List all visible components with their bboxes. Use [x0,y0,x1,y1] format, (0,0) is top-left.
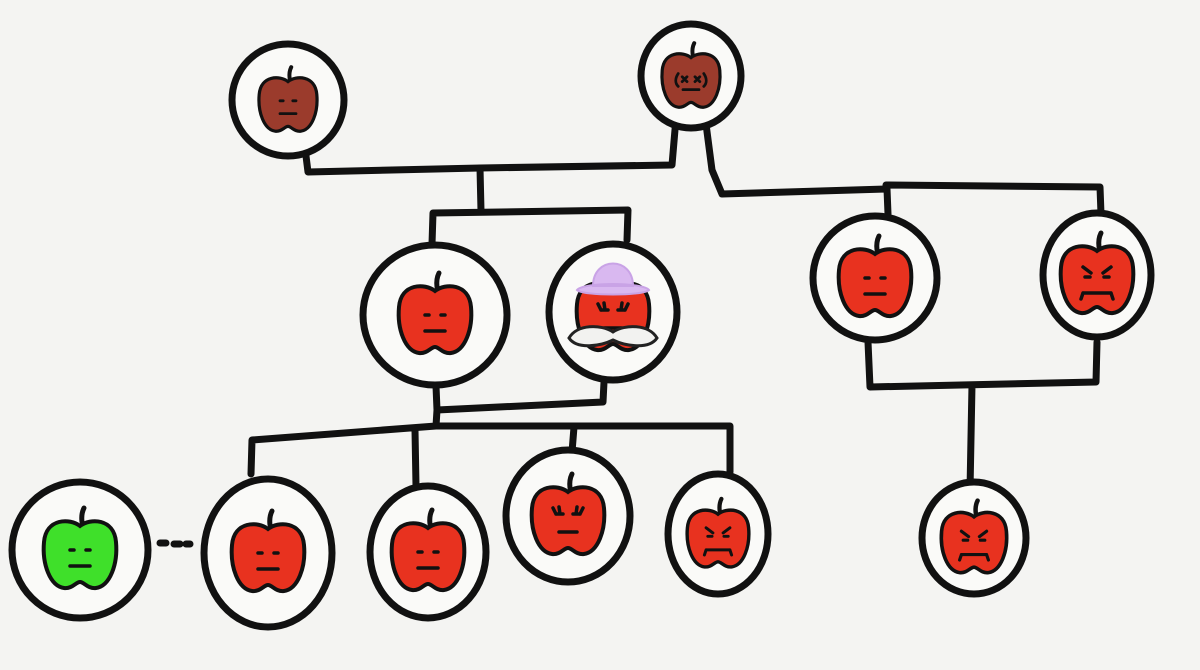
apple-icon [529,471,607,557]
node-green-apple [8,478,152,622]
apple-icon [229,508,307,594]
mustache-icon [567,325,659,348]
apple-body [660,52,722,109]
apple-body [389,521,467,593]
apple-icon [389,507,467,593]
apple-body [396,284,474,356]
face-neutral [278,99,298,116]
apple-icon [836,233,914,319]
stem-icon [287,65,294,81]
stem-icon [1096,230,1104,250]
apple-icon [685,496,751,569]
face-dazed [674,72,708,92]
stem-icon [567,471,575,491]
face-neutral [863,276,887,296]
apple-body [229,522,307,594]
apple-body [1058,244,1136,316]
apple-icon [41,505,119,591]
node-parent-right-b [1039,209,1155,341]
node-parent-hat [545,240,681,384]
face-lashes [551,505,585,534]
apple-body [836,247,914,319]
node-parent-right-a [809,212,941,344]
stem-icon [690,41,697,57]
node-child-right [918,478,1030,598]
stem-icon [874,233,882,253]
hat-icon [575,262,651,296]
node-child-3 [502,446,634,586]
stem-icon [267,508,275,528]
face-lashes [596,301,630,330]
node-parent-left [359,241,511,389]
apple-icon [257,65,319,133]
stem-icon [973,498,980,516]
apple-icon [396,270,474,356]
node-grandparent-right [637,20,745,132]
apple-body [529,485,607,557]
face-angry [702,526,734,557]
apple-icon [1058,230,1136,316]
node-child-4 [664,470,772,598]
face-neutral [68,548,92,568]
stem-icon [434,270,442,290]
face-neutral [256,551,280,571]
connector-lines [156,114,1105,548]
apple-icon [660,41,722,109]
stem-icon [427,507,435,527]
node-grandparent-left [228,40,348,160]
face-neutral [423,313,447,333]
node-child-1 [200,475,336,631]
apple-body [685,508,751,569]
stem-icon [79,505,87,525]
face-angry [958,529,990,562]
stem-icon [717,496,724,513]
face-angry [1079,265,1115,301]
apple-body [939,510,1009,575]
face-neutral [416,550,440,570]
apple-body [257,76,319,133]
node-child-2 [366,482,490,622]
apple-body [41,519,119,591]
apple-icon [567,262,659,353]
apple-icon [939,498,1009,575]
